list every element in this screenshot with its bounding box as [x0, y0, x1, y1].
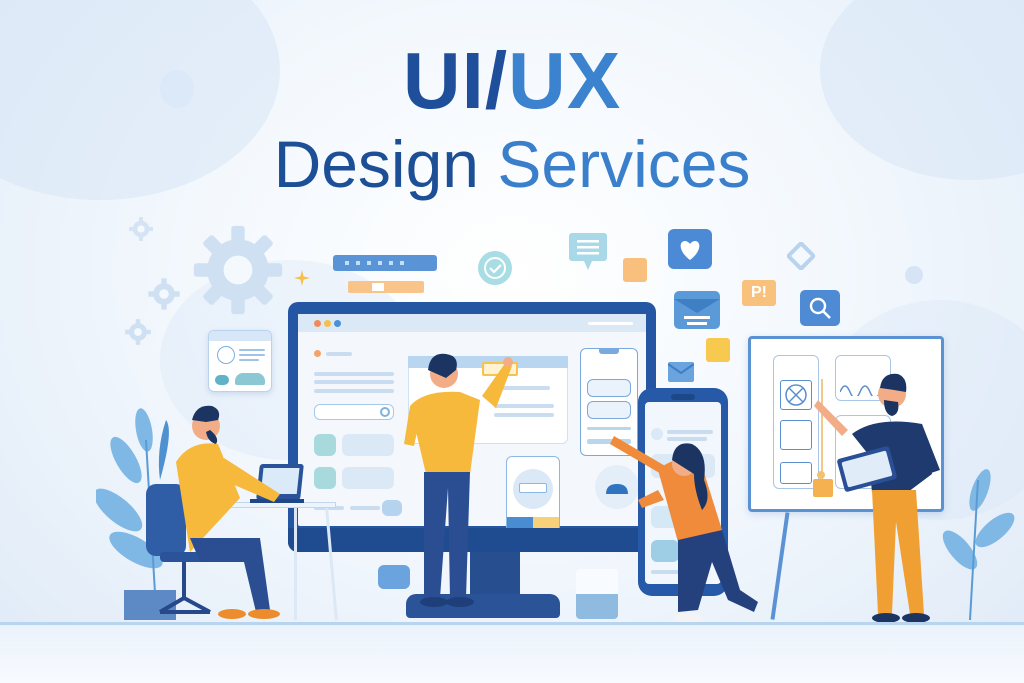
- orange-bar-chip: [372, 283, 384, 291]
- floor-card-icon: [378, 565, 410, 589]
- bg-blob: [160, 70, 194, 108]
- yellow-sticky-note: [706, 338, 730, 362]
- check-circle-icon: [478, 251, 512, 285]
- progress-dots: [345, 261, 405, 265]
- plant-right: [942, 469, 1015, 620]
- alert-badge-icon: P!: [742, 280, 776, 306]
- wireframe-sketch: [773, 355, 819, 489]
- phone-wireframe-mock: [580, 348, 638, 456]
- diamond-icon: [787, 242, 815, 270]
- x-circle-sketch-icon: [785, 384, 807, 406]
- gear-dot: [905, 266, 923, 284]
- search-field-mock: [314, 404, 394, 420]
- person-presenter: [814, 373, 940, 623]
- heart-icon: [668, 229, 712, 269]
- headline-part: Design: [273, 127, 480, 201]
- floor: [0, 622, 1024, 683]
- headline-design-services: Design Services: [0, 128, 1024, 200]
- monitor-chin: [288, 528, 656, 552]
- plant-left: [96, 408, 176, 620]
- window-dot-blue: [334, 320, 341, 327]
- orange-sticky-note: [813, 479, 833, 497]
- window-dot-yellow: [324, 320, 331, 327]
- headline-part: Services: [497, 127, 751, 201]
- analytics-mini-card: [208, 330, 272, 392]
- headline-part: UI/: [402, 36, 509, 125]
- window-dot-red: [314, 320, 321, 327]
- cloud-upload-icon: [595, 465, 639, 509]
- headline-uiux: UI/UX: [0, 38, 1024, 124]
- search-icon: [800, 290, 840, 326]
- headline-part: UX: [508, 36, 622, 125]
- chat-bubble-icon: [569, 233, 607, 270]
- browser-toolbar: [298, 314, 646, 332]
- person-woman-designer: [610, 436, 758, 623]
- orange-sticky-note: [623, 258, 647, 282]
- mail-icon: [674, 291, 720, 329]
- gear-icon: [129, 217, 153, 241]
- gear-icon: [125, 319, 151, 345]
- desk-leg: [294, 508, 297, 620]
- envelope-icon: [668, 362, 694, 382]
- sparkle-icon: [294, 270, 310, 286]
- monitor-stand: [470, 552, 520, 596]
- laptop-base: [250, 499, 304, 503]
- easel-leg: [770, 512, 790, 620]
- person-standing-designer: [404, 353, 513, 607]
- orange-bar-widget: [348, 281, 424, 293]
- person-seated-designer: [146, 405, 280, 619]
- gear-icon: [148, 278, 180, 310]
- gear-icon: [193, 225, 283, 315]
- floor-box: [576, 569, 618, 619]
- wave-chart-sketch: [840, 385, 881, 396]
